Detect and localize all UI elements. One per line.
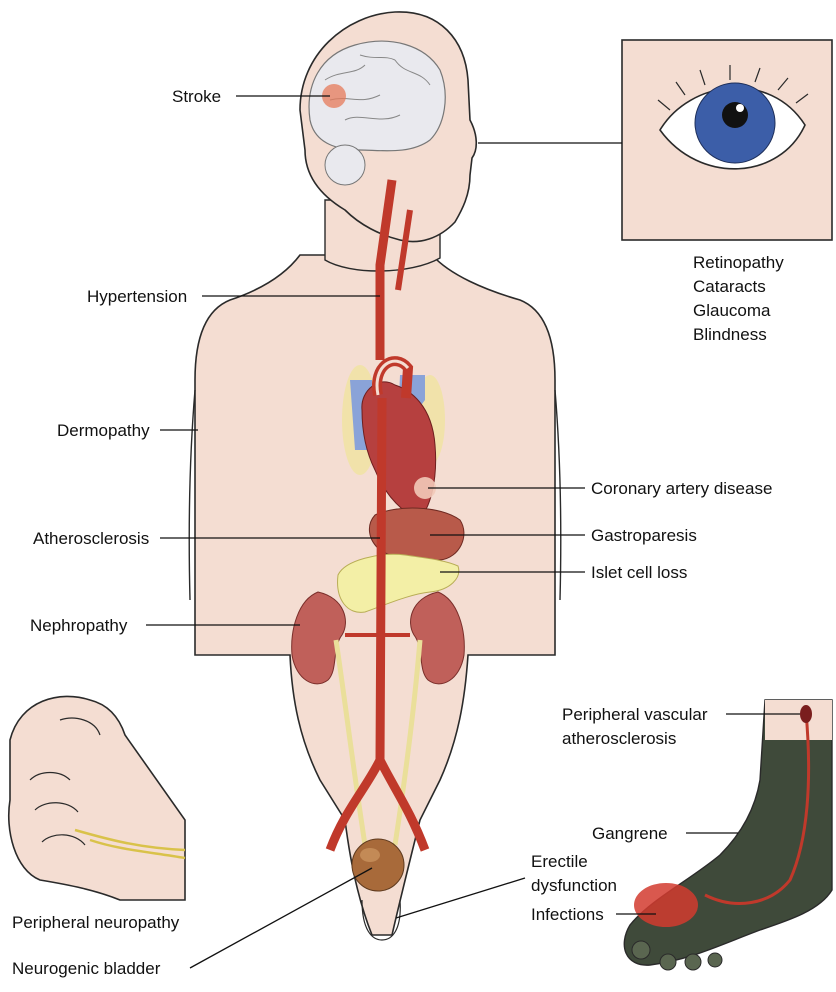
leader-bladder [190,868,372,968]
hand [9,696,185,900]
label-stroke: Stroke [172,87,221,106]
leader-erectile [396,878,525,918]
label-atherosclerosis: Atherosclerosis [33,529,149,548]
eye-inset [622,40,832,240]
label-gangrene: Gangrene [592,824,668,843]
pupil [722,102,748,128]
label-pvd-line1: Peripheral vascular [562,705,708,724]
label-retinopathy: Retinopathy [693,253,784,272]
label-pvd-line2: atherosclerosis [562,729,676,748]
infection-spot [634,883,698,927]
label-cataracts: Cataracts [693,277,766,296]
leg-skin [765,700,832,740]
hand-inset [9,696,185,900]
bladder [352,839,404,891]
eye-glint [736,104,744,112]
label-nephropathy: Nephropathy [30,616,128,635]
label-glaucoma: Glaucoma [693,301,771,320]
label-infections: Infections [531,905,604,924]
cerebellum [325,145,365,185]
label-gastroparesis: Gastroparesis [591,526,697,545]
label-coronary: Coronary artery disease [591,479,772,498]
right-arm [555,390,561,600]
label-erectile-line1: Erectile [531,852,588,871]
label-blindness: Blindness [693,325,767,344]
label-peripheral-neuropathy: Peripheral neuropathy [12,913,180,932]
artery-blockage [800,705,812,723]
label-dermopathy: Dermopathy [57,421,150,440]
label-hypertension: Hypertension [87,287,187,306]
left-arm [189,390,195,600]
body-figure [189,12,561,935]
label-erectile-line2: dysfunction [531,876,617,895]
label-neurogenic-bladder: Neurogenic bladder [12,959,161,978]
bladder-highlight [360,848,380,862]
label-islet: Islet cell loss [591,563,687,582]
